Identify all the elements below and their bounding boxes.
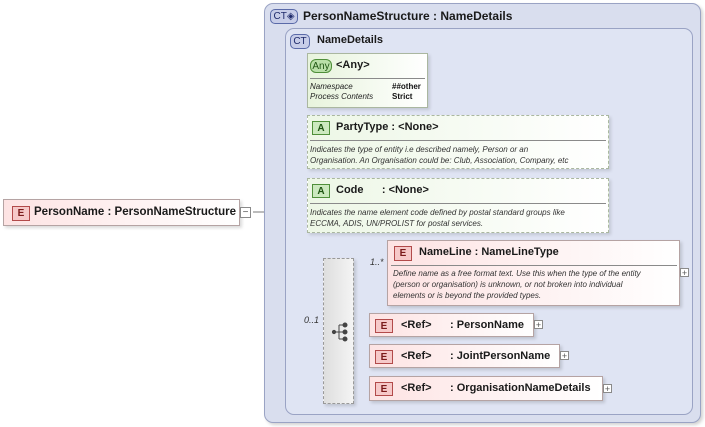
element-ref-person-name[interactable]: E <Ref> : PersonName bbox=[369, 313, 534, 337]
process-contents-value: Strict bbox=[392, 92, 413, 101]
attribute-code[interactable]: A Code : <None> Indicates the name eleme… bbox=[307, 178, 609, 233]
ref-name: : PersonName bbox=[450, 319, 524, 331]
element-badge: E bbox=[394, 246, 412, 261]
divider bbox=[310, 78, 425, 79]
attribute-badge: A bbox=[312, 184, 330, 198]
name-line-occurrence: 1..* bbox=[370, 257, 384, 267]
element-name-line[interactable]: E NameLine : NameLineType Define name as… bbox=[387, 240, 680, 306]
divider bbox=[391, 265, 677, 266]
divider bbox=[310, 140, 606, 141]
sequence-icon bbox=[331, 322, 348, 342]
any-badge: Any bbox=[310, 59, 332, 73]
any-wildcard-box[interactable]: Any <Any> Namespace ##other Process Cont… bbox=[307, 53, 428, 108]
ref-name: : OrganisationNameDetails bbox=[450, 382, 591, 394]
divider bbox=[310, 203, 606, 204]
sequence-occurrence: 0..1 bbox=[304, 315, 320, 325]
attribute-badge: A bbox=[312, 121, 330, 135]
namespace-value: ##other bbox=[392, 82, 421, 91]
ref-label: <Ref> bbox=[401, 382, 432, 394]
root-element-box[interactable]: E PersonName : PersonNameStructure bbox=[3, 199, 240, 226]
root-element-label: PersonName : PersonNameStructure bbox=[34, 206, 236, 218]
plus-icon[interactable]: + bbox=[560, 351, 569, 361]
plus-icon[interactable]: + bbox=[534, 320, 543, 330]
element-description: Define name as a free format text. Use t… bbox=[393, 269, 641, 300]
complex-type-title: NameDetails bbox=[317, 34, 384, 46]
process-contents-label: Process Contents bbox=[310, 92, 374, 101]
element-badge: E bbox=[375, 319, 393, 333]
ref-label: <Ref> bbox=[401, 319, 432, 331]
element-label: NameLine : NameLineType bbox=[419, 246, 559, 258]
element-ref-organisation-name-details[interactable]: E <Ref> : OrganisationNameDetails bbox=[369, 376, 603, 401]
attribute-description: Indicates the type of entity i.e describ… bbox=[310, 145, 569, 165]
sequence-compositor[interactable] bbox=[323, 258, 354, 404]
attribute-party-type[interactable]: A PartyType : <None> Indicates the type … bbox=[307, 115, 609, 169]
complex-type-title: PersonNameStructure : NameDetails bbox=[303, 9, 513, 23]
complex-type-badge: CT◈ bbox=[270, 9, 298, 24]
element-badge: E bbox=[12, 206, 30, 221]
any-title: <Any> bbox=[336, 59, 370, 71]
element-ref-joint-person-name[interactable]: E <Ref> : JointPersonName bbox=[369, 344, 560, 368]
collapse-icon[interactable]: − bbox=[240, 207, 251, 218]
attribute-label: Code : <None> bbox=[336, 184, 429, 196]
element-badge: E bbox=[375, 382, 393, 396]
complex-type-badge: CT bbox=[290, 34, 310, 49]
ref-label: <Ref> bbox=[401, 350, 432, 362]
namespace-label: Namespace bbox=[310, 82, 353, 91]
attribute-description: Indicates the name element code defined … bbox=[310, 208, 565, 228]
ref-name: : JointPersonName bbox=[450, 350, 551, 362]
plus-icon[interactable]: + bbox=[603, 384, 612, 394]
element-badge: E bbox=[375, 350, 393, 364]
plus-icon[interactable]: + bbox=[680, 268, 689, 278]
attribute-label: PartyType : <None> bbox=[336, 121, 439, 133]
